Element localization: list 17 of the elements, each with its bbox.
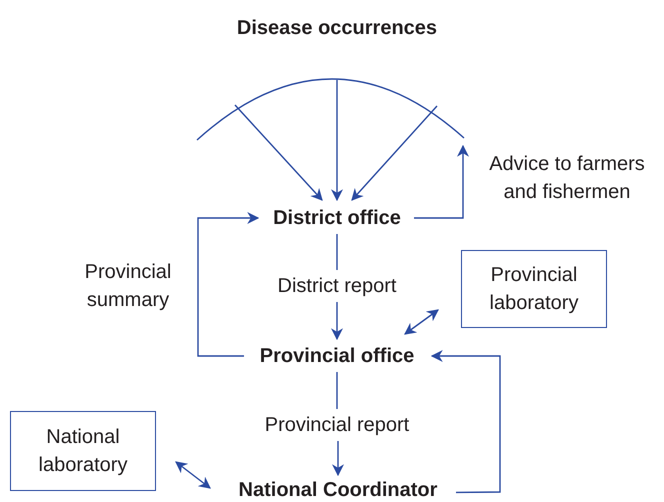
arrow [351, 106, 438, 201]
edge-label: Provincial report [264, 413, 410, 438]
arrow [234, 104, 323, 201]
arrow [414, 144, 469, 219]
edge-label: Advice to farmers and fishermen [488, 152, 646, 205]
arrow [197, 212, 260, 357]
laboratory-box: National laboratory [10, 411, 156, 491]
laboratory-box: Provincial laboratory [461, 250, 607, 328]
edge-label: District report [276, 274, 398, 299]
arrow [331, 80, 343, 202]
arrow [331, 233, 343, 340]
arrow [332, 371, 344, 476]
arrow [404, 309, 439, 335]
diagram-title: Disease occurrences [236, 16, 438, 41]
arrow [175, 461, 211, 489]
edge-label: Provincial summary [84, 260, 172, 313]
arrow [430, 350, 501, 494]
